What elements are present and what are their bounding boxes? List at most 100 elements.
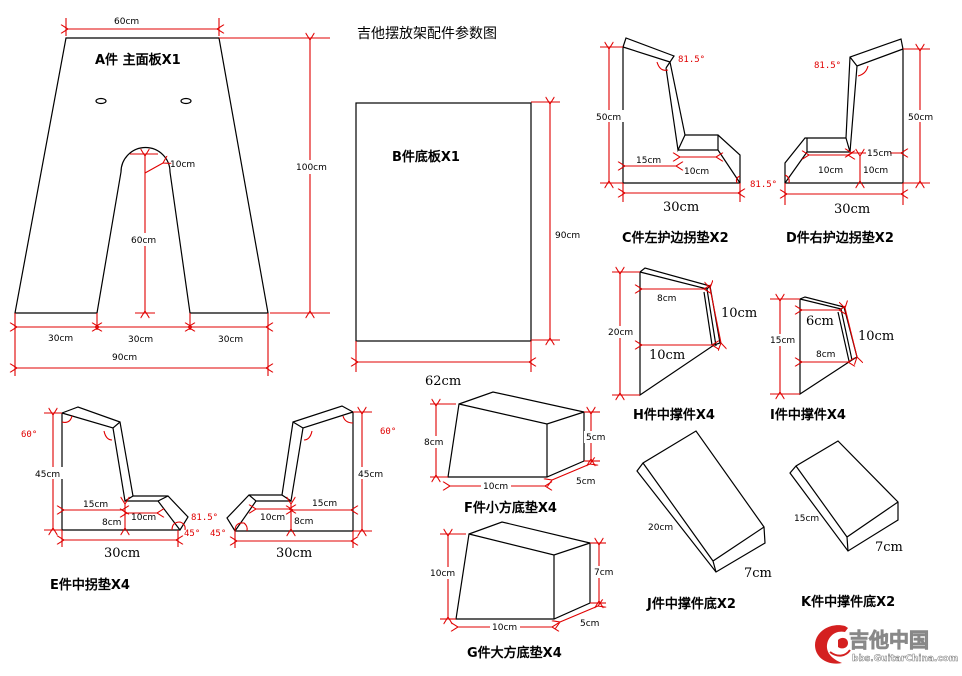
- part-f-outline: [447, 391, 585, 478]
- dim-k-length: 15cm: [794, 514, 819, 524]
- part-b-label: B件底板X1: [392, 149, 460, 165]
- part-j: 20cm 7cm J件中撑件底X2: [636, 430, 772, 612]
- part-a: A件 主面板X1 60cm 100cm 10cm 60cm 30cm 30cm …: [15, 16, 330, 376]
- dim-d-seg1: 15cm: [867, 149, 892, 159]
- part-i-label: I件中撑件X4: [770, 407, 846, 423]
- dim-e-left-height: 45cm: [35, 470, 60, 480]
- dim-d-angle-top: 81.5°: [814, 61, 841, 71]
- part-e-right: 60° 45cm 15cm 8cm 10cm 45° 30cm: [210, 405, 396, 561]
- dim-h-side: 10cm: [721, 306, 757, 321]
- part-e-right-outline: [226, 405, 354, 532]
- dim-e-right-width: 30cm: [276, 546, 312, 561]
- dim-c-width: 30cm: [663, 200, 699, 215]
- dim-h-top: 8cm: [657, 294, 676, 304]
- dim-i-top: 6cm: [806, 314, 834, 329]
- part-h: 20cm 8cm 10cm 10cm H件中撑件X4: [607, 268, 757, 423]
- dim-e-right-angle-b: 45°: [210, 529, 226, 539]
- part-f: 8cm 10cm 5cm 5cm F件小方底垫X4: [422, 391, 605, 516]
- part-b: B件底板X1 90cm 62cm: [356, 102, 582, 389]
- part-g-outline: [455, 521, 591, 620]
- dim-b-height: 90cm: [555, 231, 580, 241]
- dim-e-left-angle-b: 45°: [184, 529, 200, 539]
- dim-a-total: 90cm: [112, 353, 137, 363]
- dim-d-height: 50cm: [908, 113, 933, 123]
- dim-a-top: 60cm: [114, 17, 139, 27]
- dim-b-width: 62cm: [425, 374, 461, 389]
- part-d-label: D件右护边拐垫X2: [786, 230, 894, 246]
- dim-d-width: 30cm: [834, 202, 870, 217]
- dim-e-right-seg1: 15cm: [312, 499, 337, 509]
- mount-hole: [180, 97, 192, 105]
- dim-g-front: 10cm: [430, 569, 455, 579]
- dim-a-radius: 10cm: [170, 160, 195, 170]
- part-h-label: H件中撑件X4: [633, 407, 715, 423]
- part-c-outline: [622, 37, 741, 184]
- dim-d-seg2: 10cm: [818, 166, 843, 176]
- dim-line: [560, 606, 598, 622]
- dim-f-front: 8cm: [424, 438, 443, 448]
- dim-c-seg2: 10cm: [684, 167, 709, 177]
- watermark-name: 吉他中国: [849, 628, 929, 652]
- dim-e-left-seg2: 10cm: [131, 513, 156, 523]
- part-a-outline: [14, 37, 269, 314]
- part-d-outline: [784, 38, 904, 184]
- part-a-label: A件 主面板X1: [95, 52, 181, 68]
- dim-a-br: 30cm: [218, 335, 243, 345]
- dim-d-seat: 10cm: [863, 166, 888, 176]
- dim-c-angle-bottom: 81.5°: [750, 180, 777, 190]
- dim-c-seg1: 15cm: [636, 156, 661, 166]
- diagram-title: 吉他摆放架配件参数图: [357, 25, 497, 42]
- part-j-label: J件中撑件底X2: [646, 596, 736, 612]
- dim-e-right-seat: 8cm: [294, 517, 313, 527]
- watermark-logo: 吉他中国 bbs.GuitarChina.com: [815, 625, 959, 664]
- dim-a-slot: 60cm: [131, 236, 156, 246]
- dim-k-width: 7cm: [875, 540, 903, 555]
- dragon-logo-icon: [815, 625, 848, 664]
- dim-line: [845, 308, 857, 357]
- dim-i-side: 10cm: [858, 329, 894, 344]
- dim-e-right-height: 45cm: [358, 470, 383, 480]
- dim-a-bl: 30cm: [48, 334, 73, 344]
- part-b-outline: [355, 102, 532, 342]
- part-j-outline: [636, 430, 766, 573]
- mount-hole: [95, 97, 107, 105]
- dim-a-bm: 30cm: [128, 335, 153, 345]
- part-i: 15cm 6cm 8cm 10cm I件中撑件X4: [768, 297, 894, 423]
- dim-line: [552, 464, 590, 480]
- dim-j-width: 7cm: [744, 566, 772, 581]
- dim-a-height: 100cm: [296, 163, 327, 173]
- dim-e-right-angle-top: 60°: [380, 427, 396, 437]
- dim-c-height: 50cm: [596, 113, 621, 123]
- dim-h-mid: 10cm: [649, 348, 685, 363]
- part-d: 81.5° 50cm 15cm 10cm 10cm 30cm D件右护边拐垫X2: [784, 38, 936, 246]
- part-e-left: 60° 45cm 15cm 8cm 10cm 81.5° 45° 30cm E件…: [21, 406, 218, 593]
- dim-e-left-seat: 8cm: [102, 518, 121, 528]
- dim-g-depth: 5cm: [580, 619, 599, 629]
- dim-j-length: 20cm: [648, 523, 673, 533]
- part-e-label: E件中拐垫X4: [50, 577, 130, 593]
- dim-c-angle-top: 81.5°: [678, 55, 705, 65]
- dim-e-left-width: 30cm: [104, 546, 140, 561]
- dim-g-width: 10cm: [492, 623, 517, 633]
- dim-h-height: 20cm: [608, 328, 633, 338]
- dim-i-mid: 8cm: [816, 350, 835, 360]
- dim-e-right-seg2: 10cm: [260, 513, 285, 523]
- part-c: 50cm 81.5° 15cm 10cm 81.5° 30cm C件左护边拐垫X…: [594, 37, 777, 246]
- dim-e-left-angle-top: 60°: [21, 430, 37, 440]
- dim-line: [144, 163, 163, 174]
- dim-f-back: 5cm: [586, 433, 605, 443]
- watermark-url: bbs.GuitarChina.com: [852, 654, 958, 664]
- dim-e-left-seg1: 15cm: [83, 500, 108, 510]
- part-g: 10cm 10cm 7cm 5cm G件大方底垫X4: [429, 521, 614, 661]
- part-k-label: K件中撑件底X2: [801, 594, 895, 610]
- dim-f-width: 10cm: [483, 482, 508, 492]
- dim-g-back: 7cm: [594, 568, 613, 578]
- dim-f-depth: 5cm: [576, 477, 595, 487]
- dim-line: [710, 288, 721, 343]
- dim-e-angle-a: 81.5°: [191, 513, 218, 523]
- part-k-outline: [789, 440, 899, 552]
- dim-i-height: 15cm: [770, 336, 795, 346]
- part-f-label: F件小方底垫X4: [464, 500, 557, 516]
